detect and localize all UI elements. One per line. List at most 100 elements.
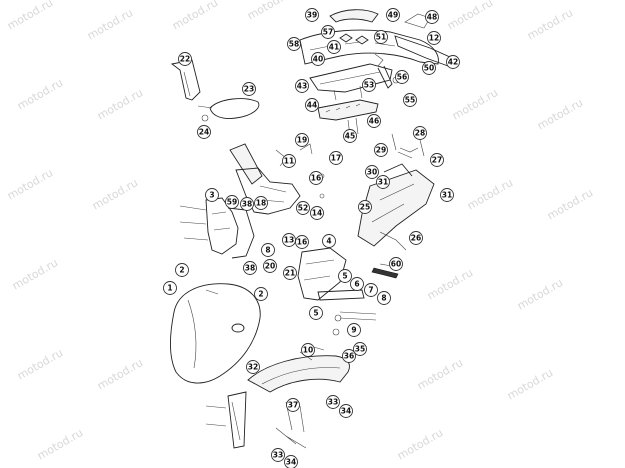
callout-8: 8 [261, 243, 275, 257]
callout-3: 3 [205, 188, 219, 202]
svg-text:16: 16 [297, 238, 307, 247]
svg-text:22: 22 [180, 55, 190, 64]
svg-text:10: 10 [303, 346, 313, 355]
callout-44: 44 [305, 98, 319, 112]
svg-text:2: 2 [258, 290, 263, 299]
watermark-layer: motod.ru motod.ru motod.ru motod.ru moto… [5, 0, 595, 463]
callout-2: 2 [175, 263, 189, 277]
svg-text:58: 58 [289, 40, 299, 49]
watermark: motod.ru [5, 0, 55, 33]
svg-text:21: 21 [285, 269, 295, 278]
callout-1: 1 [163, 281, 177, 295]
callout-33: 33 [326, 395, 340, 409]
svg-text:33: 33 [328, 398, 338, 407]
callout-5: 5 [338, 269, 352, 283]
svg-text:12: 12 [429, 34, 439, 43]
callout-29: 29 [374, 143, 388, 157]
svg-text:11: 11 [284, 157, 294, 166]
svg-text:50: 50 [424, 64, 434, 73]
svg-text:48: 48 [427, 13, 437, 22]
svg-text:16: 16 [311, 174, 321, 183]
watermark: motod.ru [525, 6, 575, 42]
svg-text:53: 53 [364, 81, 374, 90]
watermark: motod.ru [170, 0, 220, 33]
callout-57: 57 [321, 25, 335, 39]
callout-38: 38 [240, 197, 254, 211]
watermark: motod.ru [95, 356, 145, 392]
callout-43: 43 [295, 79, 309, 93]
callout-18: 18 [254, 196, 268, 210]
svg-text:34: 34 [341, 407, 351, 416]
callout-31: 31 [440, 188, 454, 202]
watermark: motod.ru [35, 426, 85, 462]
callout-52: 52 [296, 201, 310, 215]
svg-text:52: 52 [298, 204, 308, 213]
watermark: motod.ru [15, 76, 65, 112]
svg-text:23: 23 [244, 85, 254, 94]
svg-text:29: 29 [376, 146, 386, 155]
watermark: motod.ru [10, 256, 60, 292]
callout-20: 20 [263, 259, 277, 273]
callout-32: 32 [246, 360, 260, 374]
svg-text:8: 8 [381, 294, 386, 303]
rear-fender [357, 133, 435, 251]
callout-4: 4 [322, 234, 336, 248]
svg-text:1: 1 [167, 284, 172, 293]
watermark: motod.ru [445, 0, 495, 33]
callout-16: 16 [295, 235, 309, 249]
callout-39: 39 [305, 8, 319, 22]
callout-31: 31 [376, 175, 390, 189]
tank-mount-bracket [297, 247, 377, 336]
callout-53: 53 [362, 78, 376, 92]
svg-text:38: 38 [245, 264, 255, 273]
svg-text:42: 42 [448, 58, 458, 67]
svg-text:19: 19 [297, 136, 307, 145]
watermark: motod.ru [545, 186, 595, 222]
svg-text:9: 9 [351, 326, 356, 335]
callout-51: 51 [374, 30, 388, 44]
callout-group: 39 49 48 57 51 58 41 12 40 50 42 56 43 5… [163, 8, 460, 468]
watermark: motod.ru [450, 86, 500, 122]
svg-text:20: 20 [265, 262, 275, 271]
watermark: motod.ru [85, 6, 135, 42]
svg-text:51: 51 [376, 33, 386, 42]
callout-37: 37 [286, 398, 300, 412]
callout-22: 22 [178, 52, 192, 66]
svg-text:44: 44 [307, 101, 317, 110]
callout-38: 38 [243, 261, 257, 275]
watermark: motod.ru [95, 86, 145, 122]
front-fender [247, 345, 350, 449]
svg-text:32: 32 [248, 363, 258, 372]
svg-text:33: 33 [273, 451, 283, 460]
svg-text:7: 7 [368, 286, 373, 295]
callout-21: 21 [283, 266, 297, 280]
svg-text:14: 14 [312, 209, 322, 218]
callout-25: 25 [358, 200, 372, 214]
callout-33: 33 [271, 448, 285, 462]
watermark: motod.ru [245, 0, 295, 23]
svg-text:31: 31 [442, 191, 452, 200]
callout-34: 34 [339, 404, 353, 418]
svg-text:4: 4 [326, 237, 331, 246]
svg-text:40: 40 [313, 55, 323, 64]
callout-40: 40 [311, 52, 325, 66]
svg-text:3: 3 [209, 191, 214, 200]
svg-text:30: 30 [367, 168, 377, 177]
svg-text:18: 18 [256, 199, 266, 208]
svg-text:59: 59 [227, 198, 237, 207]
svg-text:38: 38 [242, 200, 252, 209]
svg-text:27: 27 [432, 156, 442, 165]
callout-8: 8 [377, 291, 391, 305]
callout-55: 55 [403, 93, 417, 107]
fuel-tank [170, 283, 261, 384]
callout-60: 60 [389, 257, 403, 271]
svg-text:6: 6 [354, 280, 359, 289]
svg-text:36: 36 [344, 352, 354, 361]
callout-7: 7 [364, 283, 378, 297]
callout-26: 26 [409, 231, 423, 245]
svg-text:39: 39 [307, 11, 317, 20]
svg-text:25: 25 [360, 203, 370, 212]
svg-text:37: 37 [288, 401, 298, 410]
svg-text:60: 60 [391, 260, 401, 269]
